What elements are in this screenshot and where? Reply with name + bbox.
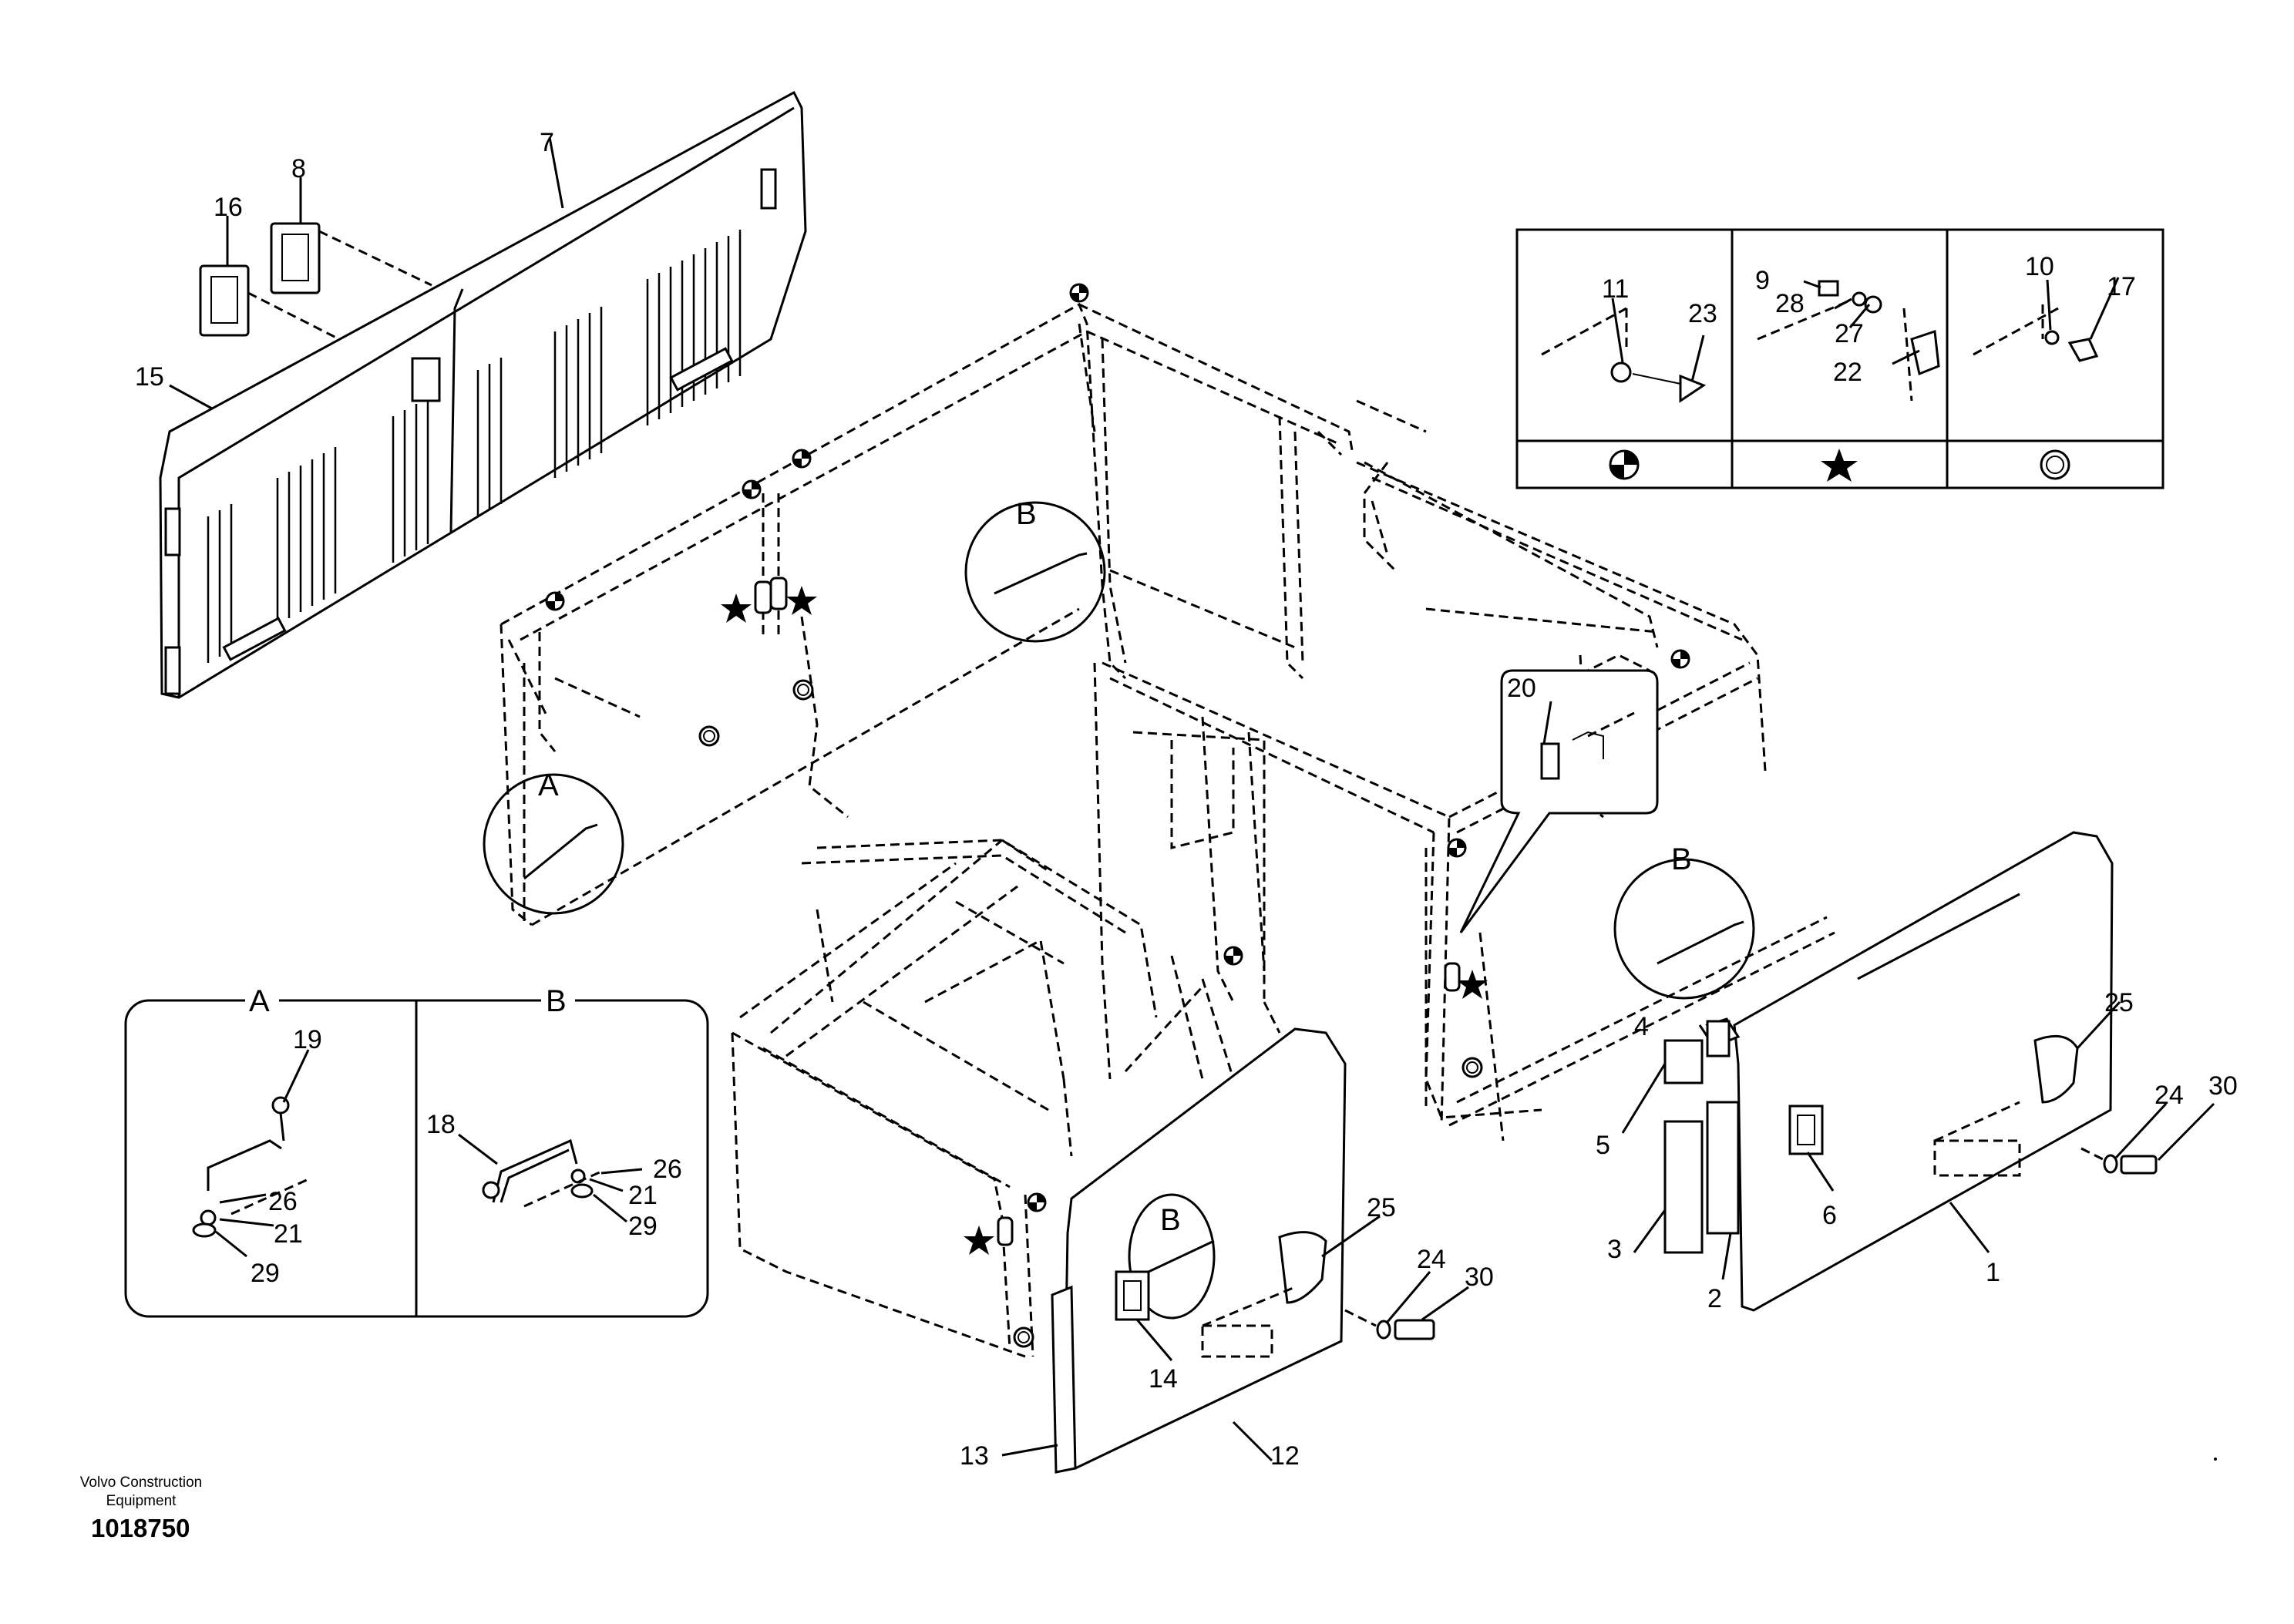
label-plate-25 <box>1278 1231 1327 1304</box>
callout-27: 27 <box>1835 319 1864 348</box>
left-door-panel-12: B <box>1051 1027 1347 1474</box>
fastener-legend-table <box>1515 228 2164 489</box>
callout-26b: 26 <box>653 1155 682 1184</box>
callout-16: 16 <box>214 193 243 222</box>
callout-14: 14 <box>1149 1364 1178 1394</box>
hinge-icon <box>164 646 181 695</box>
latch-8 <box>270 222 321 294</box>
seal-strip-2 <box>1706 1101 1740 1235</box>
ring-icon <box>2040 449 2070 480</box>
callout-18: 18 <box>426 1110 456 1139</box>
stray-dot <box>2214 1458 2217 1461</box>
callout-11: 11 <box>1602 274 1629 304</box>
handle-recess <box>222 617 287 661</box>
lock-6 <box>1788 1105 1824 1155</box>
company-line-1: Volvo Construction <box>79 1474 203 1491</box>
seal-strip-4 <box>1706 1020 1731 1057</box>
callout-1: 1 <box>1986 1258 2000 1287</box>
svg-text:B: B <box>1016 497 1037 531</box>
callout-19: 19 <box>293 1025 322 1054</box>
bolt-set-right <box>2080 1147 2158 1175</box>
callout-21a: 21 <box>274 1219 303 1249</box>
rear-hood-panel <box>159 90 807 699</box>
callout-29b: 29 <box>628 1212 658 1241</box>
callout-23: 23 <box>1688 299 1717 328</box>
crossed-circle-icon <box>1609 449 1640 480</box>
svg-text:B: B <box>1160 1203 1181 1237</box>
callout-25a: 25 <box>2104 988 2134 1017</box>
svg-text:A: A <box>538 768 559 802</box>
callout-24a: 24 <box>2154 1081 2184 1110</box>
lock-14 <box>1115 1270 1150 1321</box>
callout-3: 3 <box>1607 1235 1622 1264</box>
callout-6: 6 <box>1822 1201 1837 1230</box>
callout-9: 9 <box>1755 266 1770 295</box>
callout-2: 2 <box>1707 1284 1722 1313</box>
callout-4: 4 <box>1634 1012 1649 1041</box>
callout-21b: 21 <box>628 1181 658 1210</box>
callout-25b: 25 <box>1367 1193 1396 1222</box>
callout-7: 7 <box>540 128 554 157</box>
right-door-panel-1 <box>1705 831 2114 1312</box>
callout-26a: 26 <box>268 1187 298 1216</box>
callout-20: 20 <box>1507 674 1536 703</box>
rod-19 <box>207 1139 282 1191</box>
handle-18 <box>492 1138 578 1203</box>
hinge-icon <box>164 507 181 556</box>
detail-circle-b-right: B <box>1613 842 1755 1000</box>
callout-24b: 24 <box>1417 1245 1446 1274</box>
callout-15: 15 <box>135 362 164 392</box>
callout-28: 28 <box>1775 289 1805 318</box>
callout-29a: 29 <box>251 1259 280 1288</box>
callout-30a: 30 <box>2208 1071 2238 1101</box>
seal-strip-3 <box>1663 1120 1704 1254</box>
callout-13: 13 <box>960 1441 989 1471</box>
detail-circle-b-door <box>1128 1193 1216 1320</box>
callout-10: 10 <box>2025 252 2054 281</box>
callout-17: 17 <box>2107 272 2136 301</box>
seal-strip-13 <box>1051 1285 1077 1474</box>
company-name: Volvo Construction Equipment <box>60 1474 222 1511</box>
detail-circle-a: A <box>483 768 624 915</box>
svg-text:B: B <box>1671 842 1692 876</box>
label-plate-25 <box>2033 1034 2079 1104</box>
star-icon <box>1821 449 1858 482</box>
drawing-number: 1018750 <box>91 1514 190 1542</box>
latch-16 <box>199 264 250 337</box>
callout-12: 12 <box>1270 1441 1300 1471</box>
frame-outline-dashed <box>500 302 1835 1358</box>
callout-bubble-20 <box>1459 669 1659 933</box>
leader-lines <box>169 136 2215 1462</box>
handle-recess <box>669 347 734 392</box>
callout-30b: 30 <box>1465 1263 1494 1292</box>
svg-text:B: B <box>546 984 567 1018</box>
callout-5: 5 <box>1596 1131 1610 1160</box>
callout-8: 8 <box>291 154 306 183</box>
frame-fasteners <box>545 283 1690 1348</box>
svg-text:A: A <box>249 984 270 1018</box>
seal-strip-5 <box>1663 1039 1704 1084</box>
callout-22: 22 <box>1833 358 1862 387</box>
bolt-set-left <box>1344 1309 1435 1340</box>
detail-circle-b-upper: B <box>964 497 1106 643</box>
company-line-2: Equipment <box>106 1493 177 1509</box>
hinge-icon <box>760 168 777 210</box>
part-number-labels: 1 2 3 4 5 6 7 8 9 10 11 12 13 14 15 16 1… <box>135 128 2238 1471</box>
lock-bracket <box>411 357 441 402</box>
detail-box-a-b: A B <box>124 984 709 1318</box>
